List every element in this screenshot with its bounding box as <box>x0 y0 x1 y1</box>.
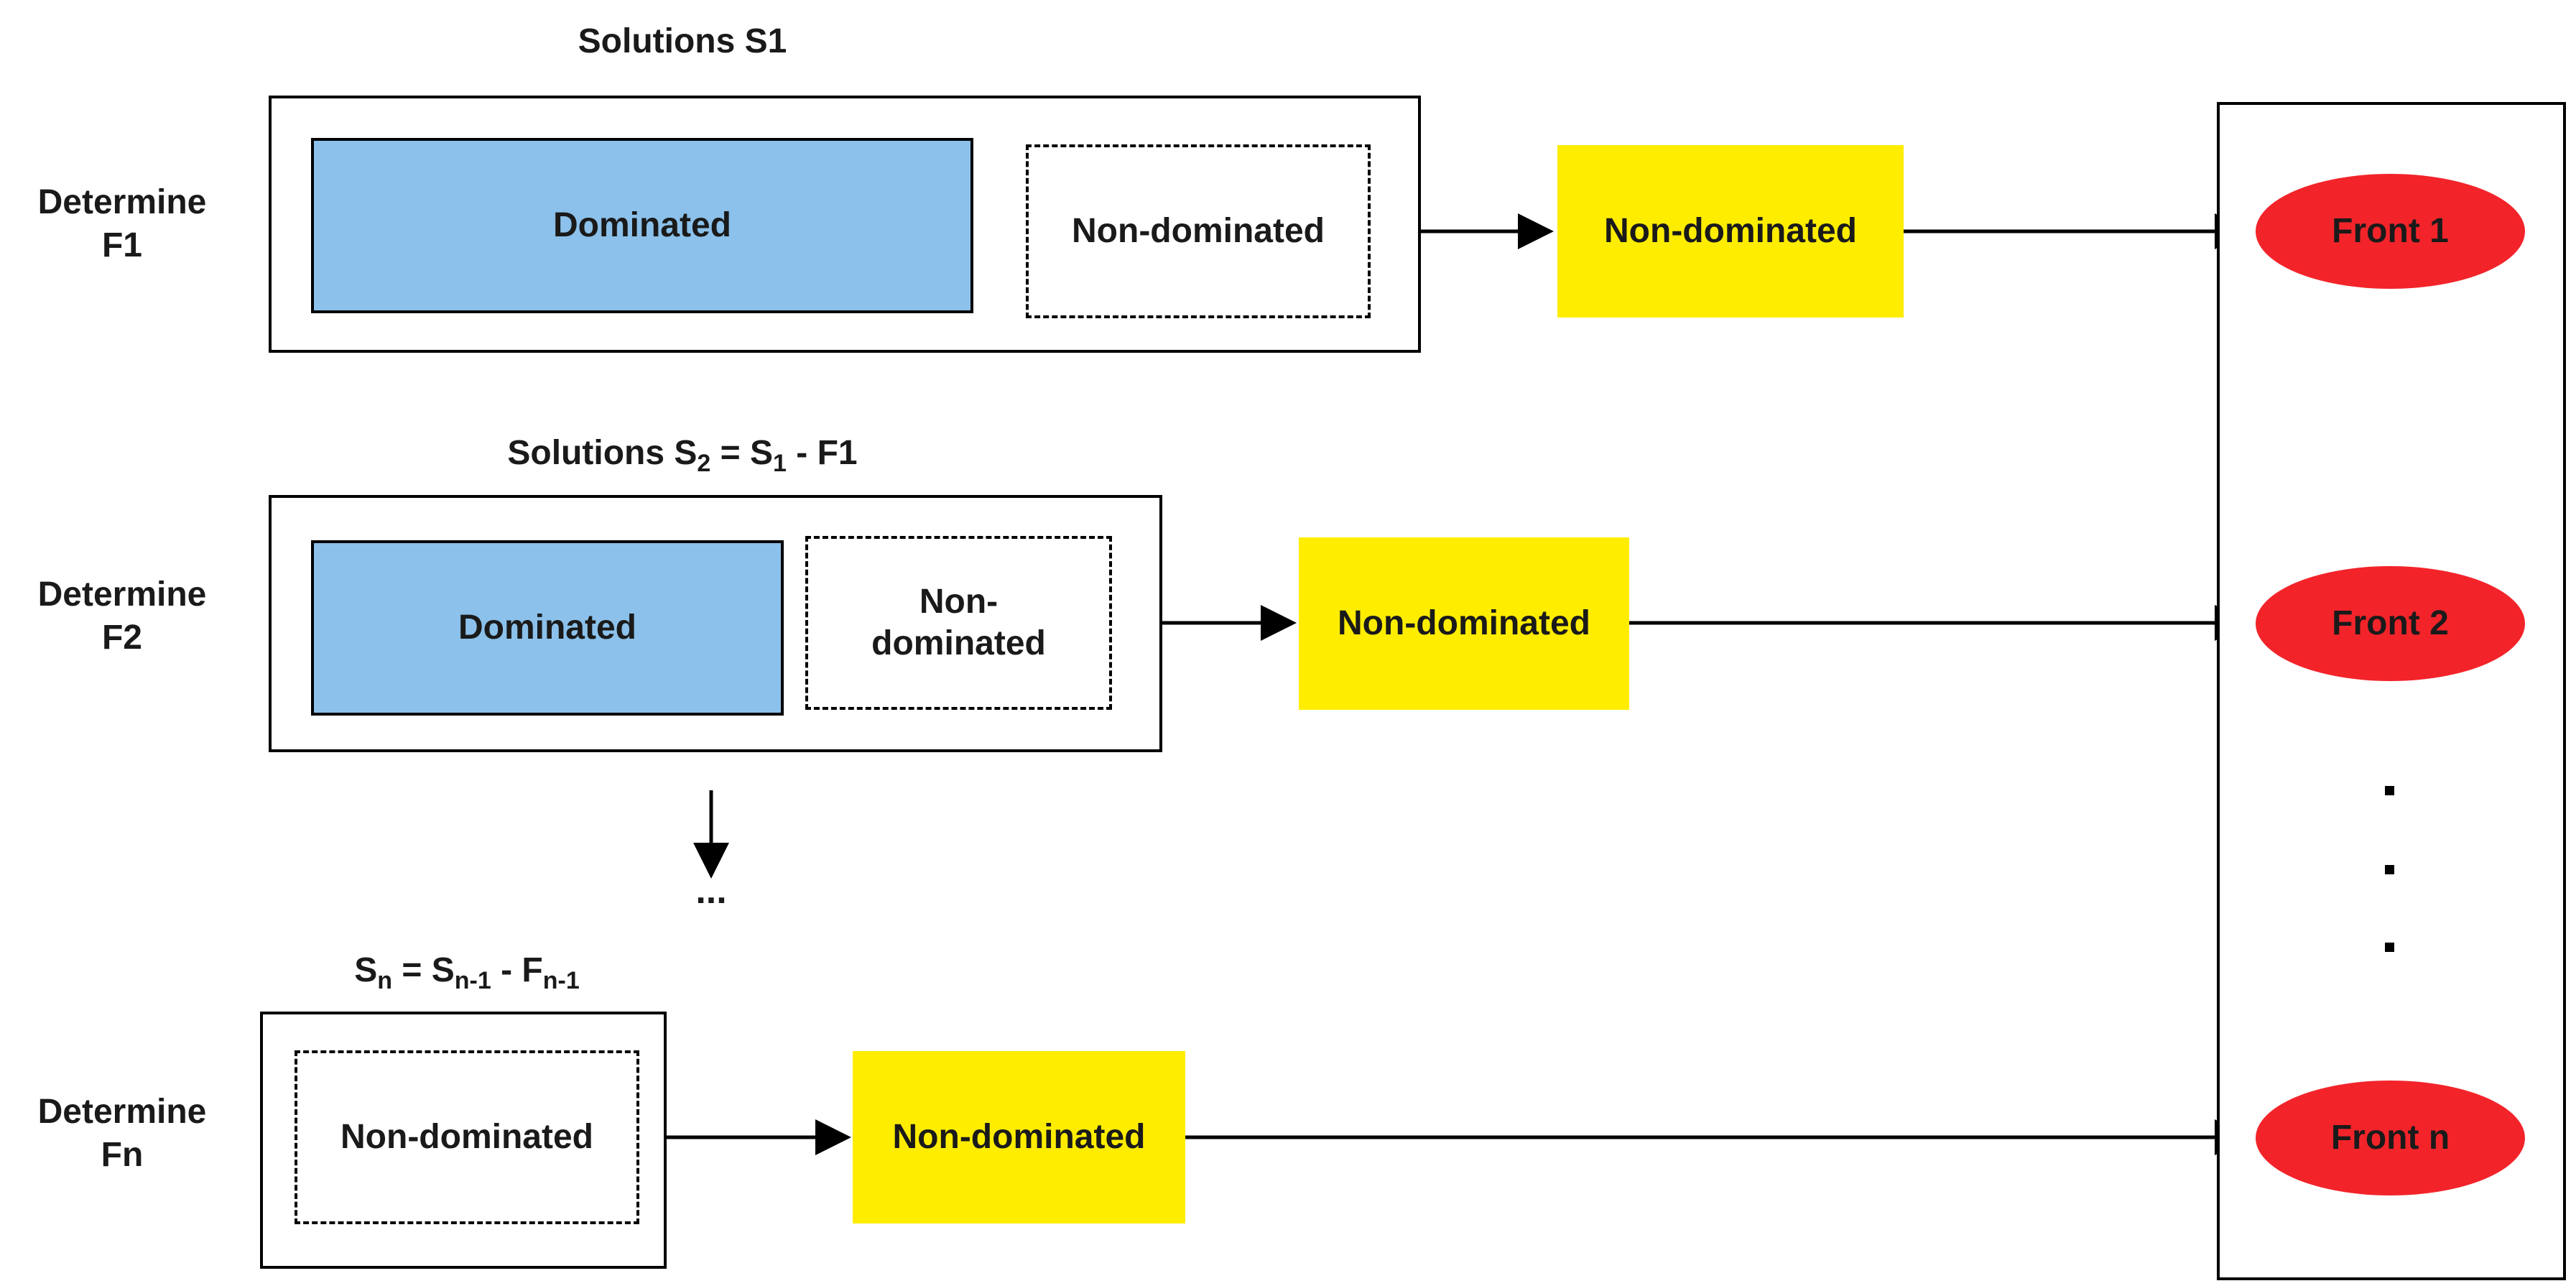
rown-determine-label: Determine Fn <box>7 1091 237 1177</box>
row1-nondominated-label: Non-dominated <box>1072 212 1325 250</box>
front-2-label: Front 2 <box>2332 604 2449 642</box>
rown-output-label: Non-dominated <box>892 1118 1146 1156</box>
front-1-ellipse: Front 1 <box>2256 174 2525 289</box>
row2-header: Solutions S2 = S1 - F1 <box>431 430 934 487</box>
row1-header-text: Solutions S1 <box>578 22 787 60</box>
rown-determine-line1: Determine <box>37 1093 207 1131</box>
row1-output-label: Non-dominated <box>1604 212 1857 250</box>
row2-nondominated-line2: dominated <box>871 624 1046 662</box>
row2-nondominated-box: Non- dominated <box>805 536 1112 710</box>
row1-output-box: Non-dominated <box>1557 145 1904 318</box>
front-n-ellipse: Front n <box>2256 1081 2525 1195</box>
front-1-label: Front 1 <box>2332 212 2449 250</box>
row1-determine-line2: F1 <box>101 226 142 264</box>
row2-output-box: Non-dominated <box>1299 537 1629 710</box>
continuation-ellipsis: ... <box>695 870 727 912</box>
rown-output-box: Non-dominated <box>853 1051 1185 1223</box>
row1-determine-label: Determine F1 <box>7 181 237 267</box>
row2-nondominated-line1: Non- <box>919 583 999 621</box>
rown-header-text: Sn = Sn-1 - Fn-1 <box>354 951 580 994</box>
row1-nondominated-box: Non-dominated <box>1026 144 1371 318</box>
rown-header: Sn = Sn-1 - Fn-1 <box>251 947 682 1004</box>
vertical-dot-1 <box>2385 786 2394 795</box>
vertical-dot-2 <box>2385 865 2394 874</box>
row1-determine-line1: Determine <box>37 183 207 221</box>
rown-nondominated-label: Non-dominated <box>340 1118 593 1156</box>
rown-determine-line2: Fn <box>101 1136 144 1174</box>
row2-dominated-box: Dominated <box>311 540 784 716</box>
row2-output-label: Non-dominated <box>1338 604 1590 642</box>
row1-dominated-box: Dominated <box>311 138 973 313</box>
vertical-dot-3 <box>2385 943 2394 952</box>
row2-determine-line2: F2 <box>101 619 142 657</box>
row2-determine-line1: Determine <box>37 575 207 614</box>
row2-determine-label: Determine F2 <box>7 573 237 660</box>
row2-header-text: Solutions S2 = S1 - F1 <box>507 434 858 477</box>
row2-dominated-label: Dominated <box>458 609 636 647</box>
front-n-label: Front n <box>2330 1119 2450 1157</box>
row1-dominated-label: Dominated <box>552 206 731 244</box>
front-2-ellipse: Front 2 <box>2256 566 2525 681</box>
row1-header: Solutions S1 <box>503 13 862 70</box>
rown-nondominated-box: Non-dominated <box>295 1050 639 1224</box>
